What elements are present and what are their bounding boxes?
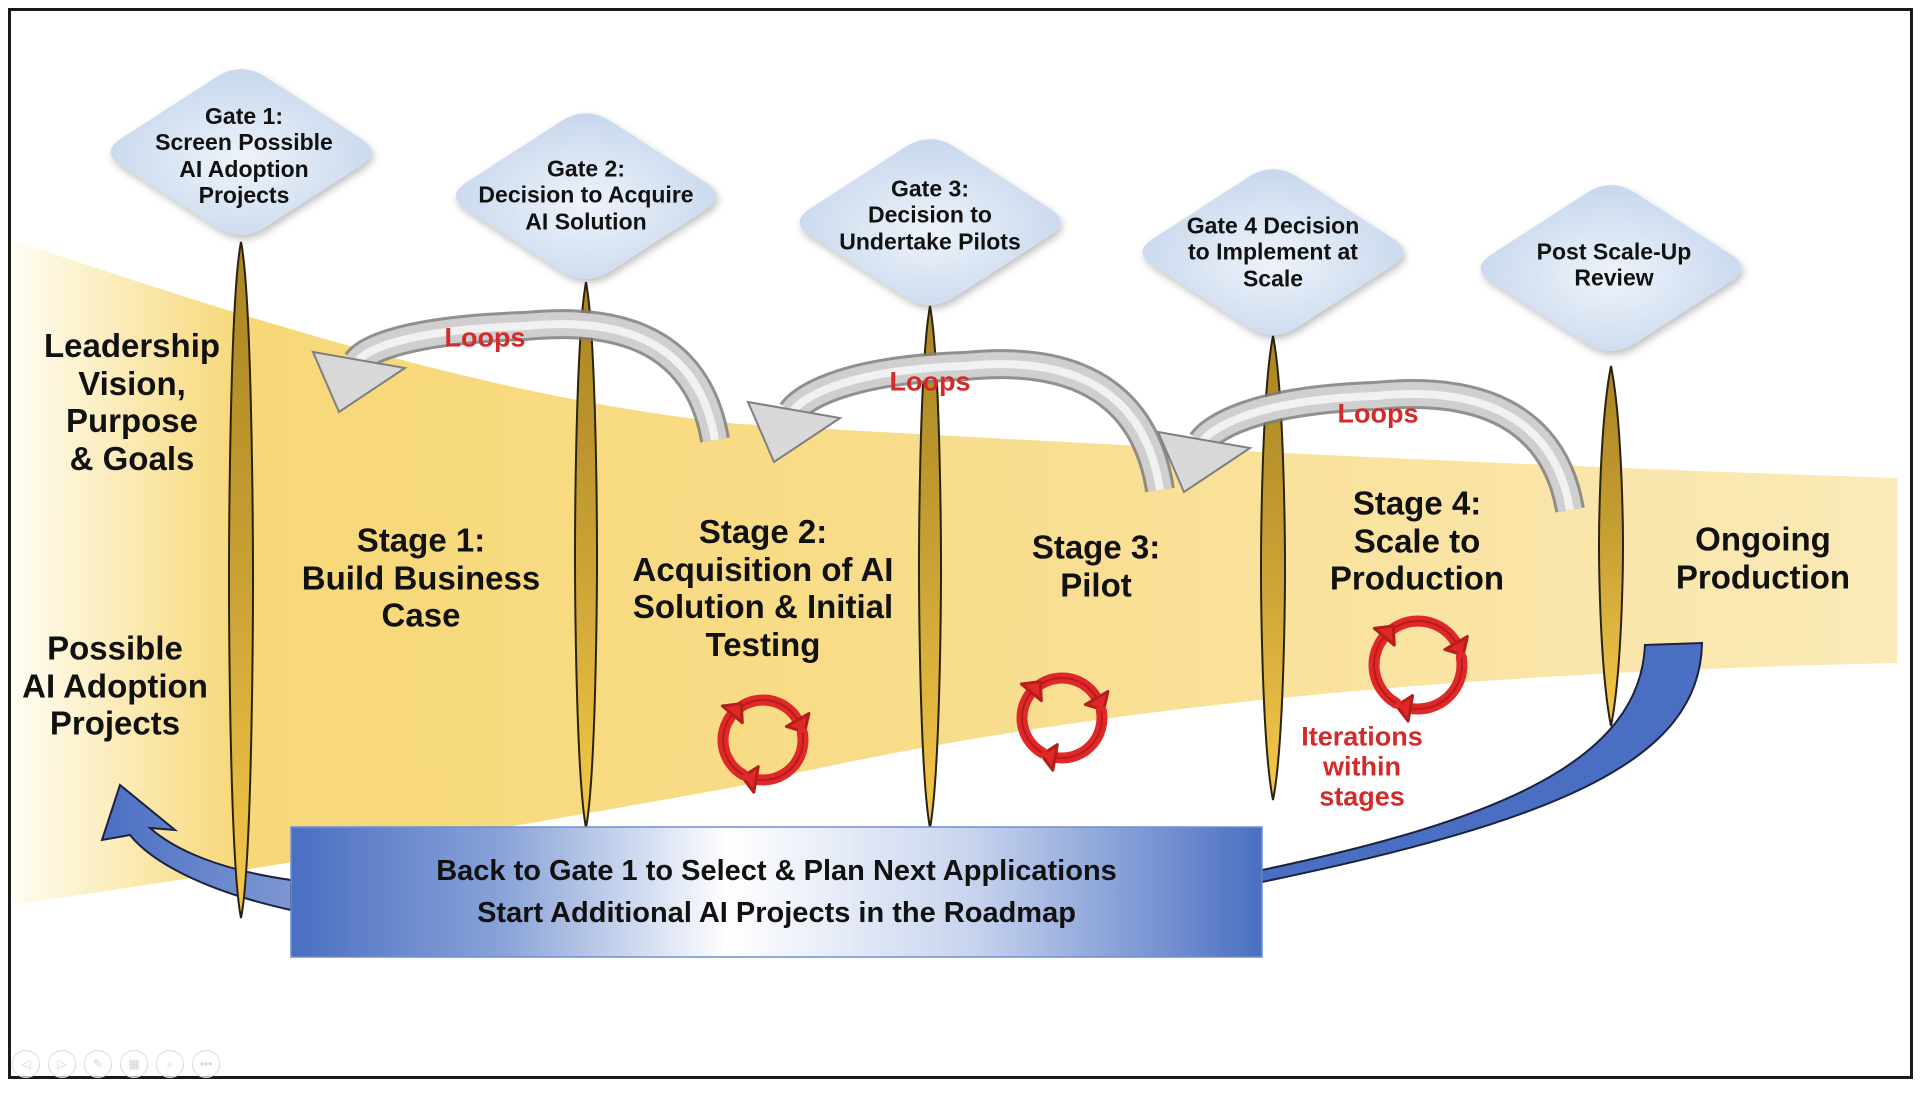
- gate-3-label: Gate 3: Decision to Undertake Pilots: [839, 175, 1021, 255]
- iteration-cycle-icon-1: [717, 694, 811, 794]
- post-scale-up-label: Post Scale-Up Review: [1536, 238, 1692, 291]
- gate-pole-5: [1597, 365, 1625, 727]
- previous-slide-icon[interactable]: ◁: [12, 1050, 40, 1078]
- gate-pole-4: [1259, 335, 1287, 801]
- stage-4-label: Stage 4: Scale to Production: [1329, 484, 1505, 597]
- gate-pole-2: [573, 281, 599, 829]
- leadership-vision-label: Leadership Vision, Purpose & Goals: [43, 326, 221, 477]
- gate-diamond-3: [799, 139, 1061, 305]
- slides-grid-icon[interactable]: ▦: [120, 1050, 148, 1078]
- return-box-text: Back to Gate 1 to Select & Plan Next App…: [291, 827, 1262, 957]
- return-box-line-1: Back to Gate 1 to Select & Plan Next App…: [436, 854, 1117, 887]
- stage-3-label: Stage 3: Pilot: [1031, 528, 1161, 603]
- gate-1-label: Gate 1: Screen Possible AI Adoption Proj…: [155, 103, 333, 209]
- ongoing-production-label: Ongoing Production: [1675, 520, 1851, 595]
- loop-arrow-1: [311, 309, 730, 443]
- gate-2-label: Gate 2: Decision to Acquire AI Solution: [478, 155, 694, 235]
- loop-arrow-3: [1156, 379, 1585, 513]
- gate-diamond-5: [1480, 185, 1742, 351]
- iteration-cycle-icon-3: [1368, 615, 1469, 723]
- loop-arrowhead-1: [311, 350, 408, 414]
- more-options-icon[interactable]: •••: [192, 1050, 220, 1078]
- gate-4-label: Gate 4 Decision to Implement at Scale: [1186, 212, 1360, 292]
- gate-diamond-4: [1142, 169, 1404, 335]
- next-slide-icon[interactable]: ▷: [48, 1050, 76, 1078]
- gate-diamond-2: [455, 113, 717, 279]
- process-band: [12, 240, 1897, 905]
- iterations-label: Iterations within stages: [1301, 721, 1423, 813]
- stage-2-label: Stage 2: Acquisition of AI Solution & In…: [632, 512, 894, 663]
- gate-pole-1: [227, 241, 255, 919]
- loop-arrow-2: [746, 349, 1175, 493]
- loops-label-3: Loops: [1337, 398, 1419, 429]
- iteration-cycle-icon-2: [1016, 672, 1110, 772]
- possible-projects-label: Possible AI Adoption Projects: [22, 629, 208, 742]
- zoom-icon[interactable]: ⌕: [156, 1050, 184, 1078]
- stage-1-label: Stage 1: Build Business Case: [301, 521, 541, 634]
- loop-arrowhead-2: [746, 400, 843, 464]
- return-box-line-2: Start Additional AI Projects in the Road…: [477, 897, 1076, 929]
- pen-icon[interactable]: ✎: [84, 1050, 112, 1078]
- loop-arrowhead-3: [1156, 430, 1253, 494]
- loops-label-2: Loops: [889, 366, 971, 397]
- return-box: [290, 826, 1263, 958]
- gate-diamond-1: [110, 69, 372, 235]
- presentation-controls: ◁ ▷ ✎ ▦ ⌕ •••: [12, 1050, 220, 1078]
- loops-label-1: Loops: [444, 322, 526, 353]
